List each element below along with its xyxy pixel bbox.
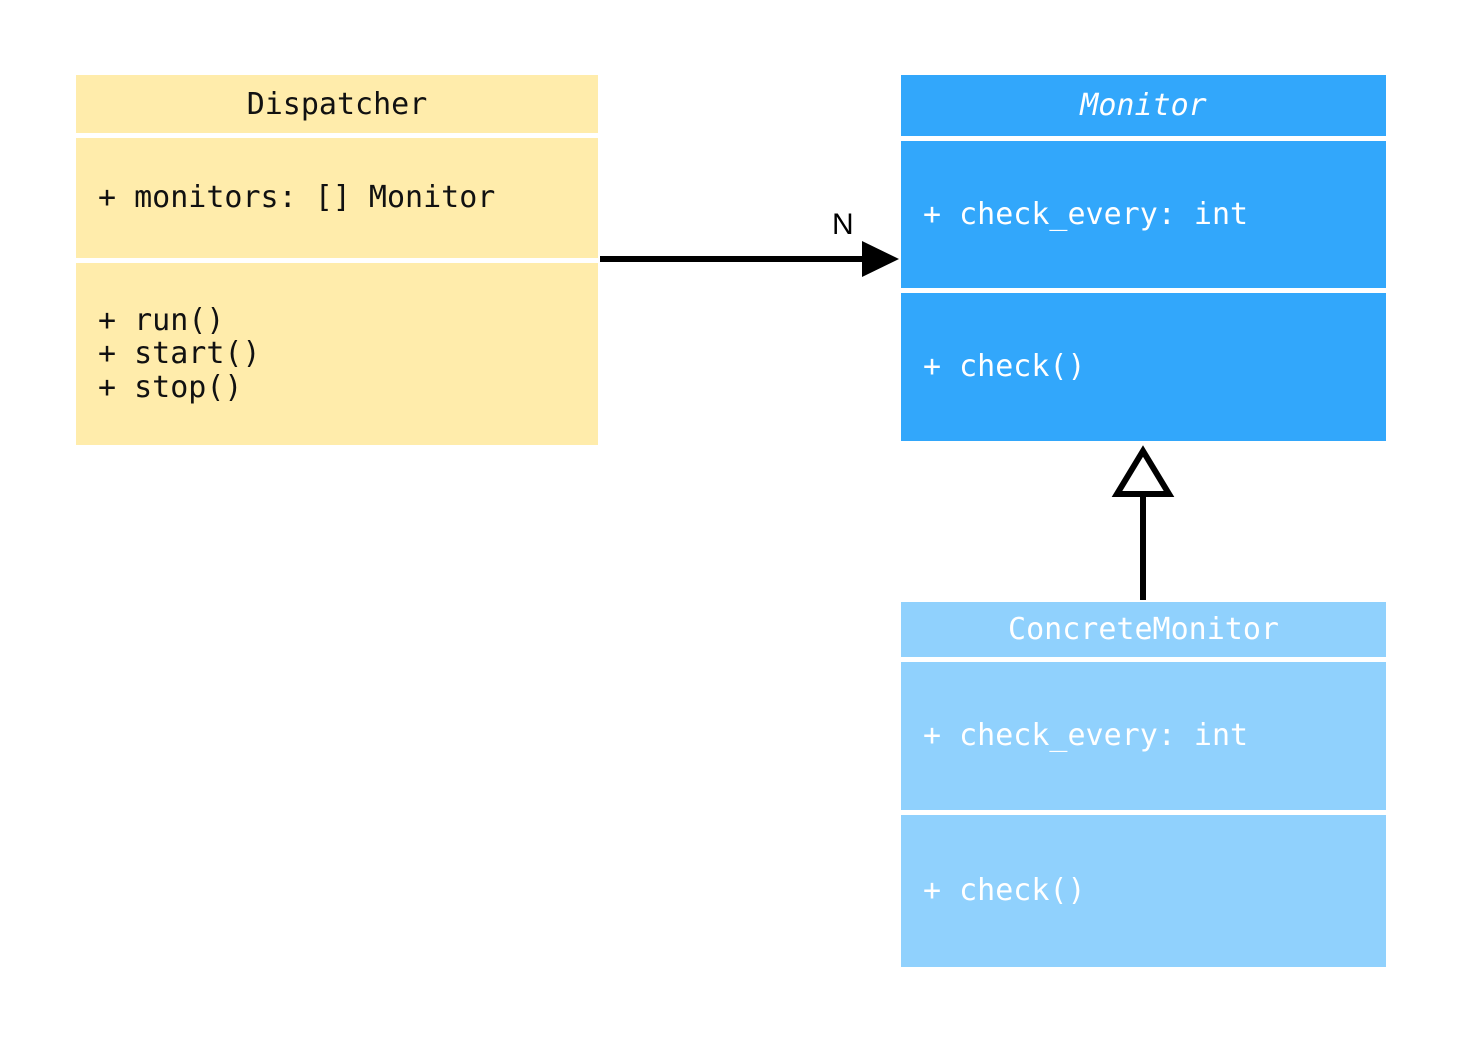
class-attributes-monitor: + check_every: int — [901, 141, 1386, 288]
association-arrowhead-icon — [862, 241, 899, 277]
class-title-dispatcher: Dispatcher — [76, 75, 598, 133]
class-box-monitor[interactable]: Monitor + check_every: int + check() — [901, 75, 1386, 441]
class-attributes-concrete-monitor: + check_every: int — [901, 662, 1386, 810]
attribute-row: + monitors: [] Monitor — [98, 180, 496, 216]
operation-row: + start() — [98, 336, 261, 372]
class-title-monitor: Monitor — [901, 75, 1386, 136]
class-box-dispatcher[interactable]: Dispatcher + monitors: [] Monitor + run(… — [76, 75, 598, 445]
attribute-row: + check_every: int — [923, 196, 1249, 232]
operation-row: + check() — [923, 349, 1086, 385]
association-multiplicity-label: N — [832, 208, 854, 241]
association-dispatcher-to-monitor — [600, 241, 899, 277]
attribute-row: + check_every: int — [923, 718, 1249, 754]
operation-row: + check() — [923, 873, 1086, 909]
operation-row: + run() — [98, 302, 225, 338]
class-operations-dispatcher: + run() + start() + stop() — [76, 263, 598, 445]
generalization-hollow-triangle-icon — [1111, 445, 1175, 497]
generalization-concrete-to-monitor — [1111, 445, 1175, 600]
class-box-concrete-monitor[interactable]: ConcreteMonitor + check_every: int + che… — [901, 602, 1386, 967]
class-attributes-dispatcher: + monitors: [] Monitor — [76, 138, 598, 258]
class-title-concrete-monitor: ConcreteMonitor — [901, 602, 1386, 657]
class-operations-monitor: + check() — [901, 293, 1386, 441]
class-operations-concrete-monitor: + check() — [901, 815, 1386, 967]
operation-row: + stop() — [98, 369, 243, 405]
